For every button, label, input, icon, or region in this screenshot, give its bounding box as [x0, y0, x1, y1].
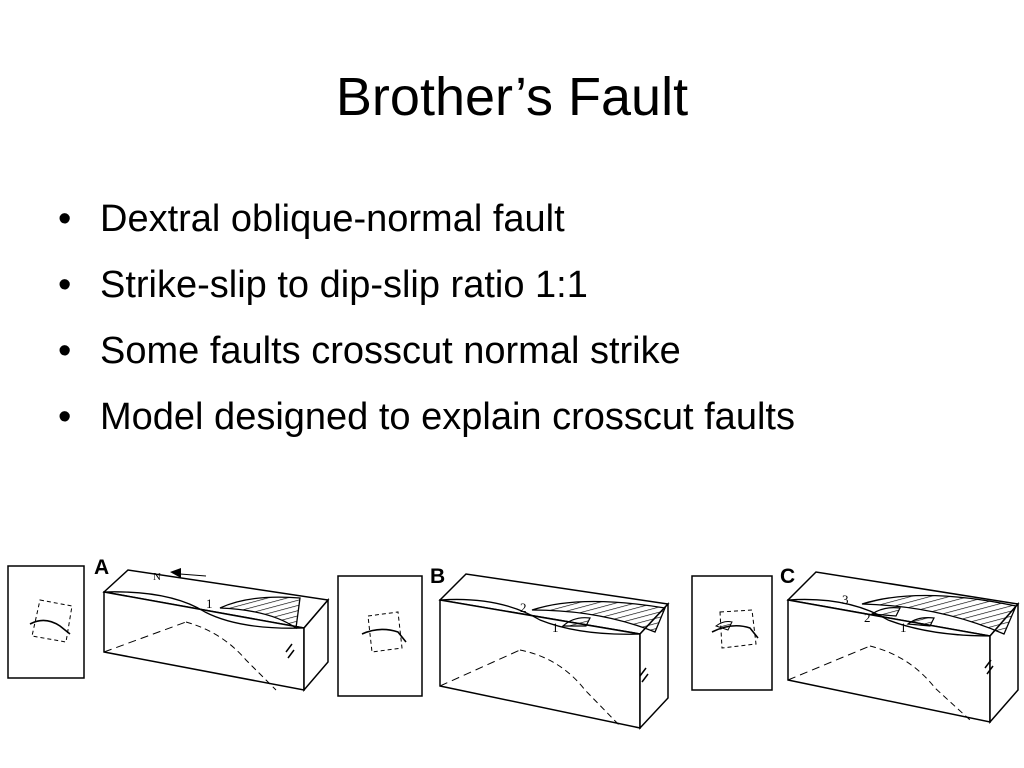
- fault-label: 1: [900, 620, 907, 635]
- bullet-marker: •: [58, 264, 72, 306]
- bullet-item: • Strike-slip to dip-slip ratio 1:1: [58, 252, 795, 318]
- bullet-text: Dextral oblique-normal fault: [100, 198, 565, 240]
- fault-label: 1: [206, 596, 213, 611]
- bullet-text: Strike-slip to dip-slip ratio 1:1: [100, 264, 588, 306]
- map-view-b: [337, 575, 423, 697]
- bullet-marker: •: [58, 396, 72, 438]
- fault-label: 2: [520, 600, 527, 615]
- block-diagram-a: [102, 568, 330, 693]
- fault-label: 3: [842, 592, 849, 607]
- panel-c: C 3 2 1: [691, 565, 1020, 724]
- fault-label: 2: [864, 610, 871, 625]
- panel-letter-b: B: [430, 565, 445, 588]
- bullet-item: • Model designed to explain crosscut faul…: [58, 384, 795, 450]
- bullet-item: • Some faults crosscut normal strike: [58, 318, 795, 384]
- map-view-c: [691, 575, 773, 691]
- bullet-list: • Dextral oblique-normal fault • Strike-sl…: [58, 186, 795, 450]
- north-label: N: [153, 571, 161, 583]
- fault-model-diagram: A N 1: [7, 556, 1020, 730]
- fault-model-figure: A N 1: [0, 540, 1024, 740]
- bullet-text: Some faults crosscut normal strike: [100, 330, 681, 372]
- fault-label: 1: [552, 620, 559, 635]
- bullet-marker: •: [58, 330, 72, 372]
- bullet-marker: •: [58, 198, 72, 240]
- panel-letter-c: C: [780, 565, 795, 588]
- map-view-a: [7, 565, 85, 679]
- panel-letter-a: A: [94, 556, 109, 579]
- bullet-item: • Dextral oblique-normal fault: [58, 186, 795, 252]
- panel-a: A N 1: [7, 556, 330, 693]
- bullet-text: Model designed to explain crosscut fault…: [100, 396, 795, 438]
- block-diagram-c: [786, 571, 1020, 724]
- block-diagram-b: [438, 573, 670, 730]
- slide-title: Brother’s Fault: [335, 67, 689, 127]
- panel-b: B 2 1: [337, 565, 670, 730]
